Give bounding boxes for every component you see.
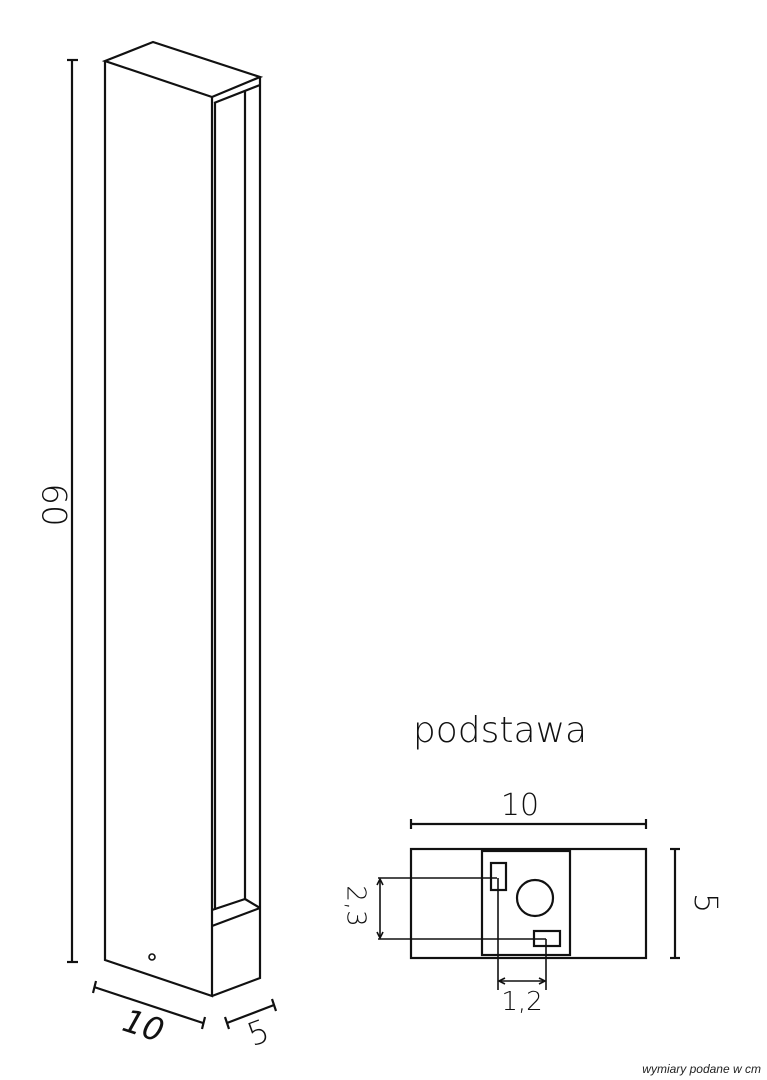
- lamp-opening-top: [213, 83, 261, 105]
- lamp-screw-icon: [148, 953, 156, 961]
- depth-label: 5: [242, 1011, 274, 1054]
- lamp-side-edge: [211, 77, 262, 998]
- bollard-lamp-drawing: [101, 40, 264, 998]
- height-label: 60: [34, 483, 74, 526]
- depth-dimension: 5: [223, 998, 278, 1054]
- hole-horizontal-spacing-label: 1,2: [501, 987, 542, 1017]
- hole-vertical-spacing-label: 2,3: [341, 885, 371, 926]
- height-dimension: 60: [34, 58, 78, 964]
- base-width-label: 10: [501, 788, 539, 823]
- hole-horizontal-spacing-dimension: 1,2: [497, 878, 547, 1017]
- lamp-top-face: [101, 40, 264, 99]
- lamp-base-line: [211, 906, 261, 928]
- lamp-base-edge: [244, 898, 261, 909]
- base-width-dimension: [409, 819, 648, 829]
- mount-plate: [480, 849, 572, 957]
- base-title: podstawa: [413, 710, 587, 751]
- base-plate-drawing: [409, 847, 648, 960]
- base-plate: [409, 847, 648, 960]
- lamp-front-face: [103, 61, 214, 998]
- hole-vertical-spacing-dimension: 2,3: [341, 877, 546, 940]
- base-depth-dimension: 5: [670, 847, 725, 960]
- base-depth-label: 5: [687, 893, 725, 913]
- width-dimension: 10: [91, 980, 207, 1050]
- units-note: wymiary podane w cm: [642, 1062, 761, 1076]
- lamp-base-top: [211, 897, 246, 912]
- cable-hole: [515, 878, 555, 918]
